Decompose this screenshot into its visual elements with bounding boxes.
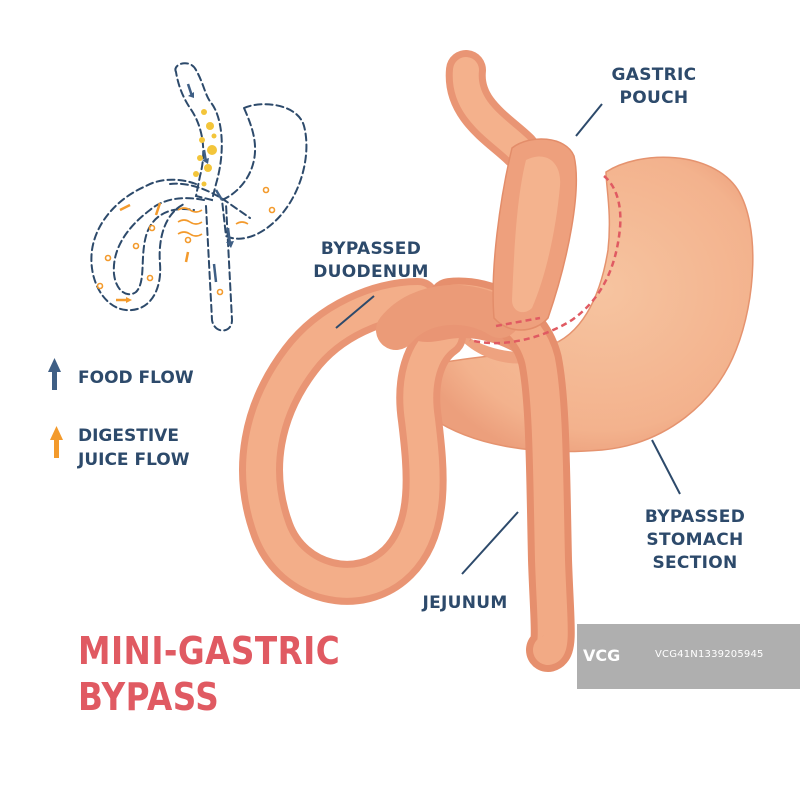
food-particles — [193, 109, 217, 187]
juice-particles — [96, 186, 276, 296]
staple-line — [469, 175, 622, 345]
bypassed-stomach-label-line2: STOMACH — [646, 530, 744, 550]
bypassed-duodenum-label-line1: BYPASSED — [320, 239, 422, 259]
watermark: VCG VCG41N1339205945 — [577, 624, 800, 689]
leader-duodenum — [335, 295, 375, 329]
gastric-pouch-label-line2: POUCH — [619, 88, 689, 108]
leader-stomach — [651, 439, 681, 495]
bypassed-duodenum-label: BYPASSED DUODENUM — [296, 238, 446, 284]
schematic-arrows — [116, 83, 234, 303]
bypassed-stomach-label-line1: BYPASSED — [644, 507, 746, 527]
jejunum-loop-highlight — [246, 285, 459, 598]
title-line2: BYPASS — [78, 675, 220, 719]
title-line1: MINI-GASTRIC — [78, 629, 341, 673]
esophagus-highlight — [452, 57, 533, 163]
legend-juice-flow-line2: JUICE FLOW — [78, 450, 190, 470]
legend-food-flow: FOOD FLOW — [78, 368, 194, 388]
food-flow-arrow-icon — [48, 358, 61, 390]
schematic-diagram — [90, 62, 308, 332]
leader-lines — [335, 103, 681, 575]
bypassed-duodenum-label-line2: DUODENUM — [313, 262, 429, 282]
juice-flow-arrow-icon — [50, 426, 63, 458]
duodenum-segment — [376, 284, 520, 350]
bypassed-stomach — [416, 156, 754, 453]
jejunum-label: JEJUNUM — [422, 593, 508, 613]
gastric-pouch-highlight — [512, 156, 561, 313]
legend-juice-flow-line1: DIGESTIVE — [78, 426, 179, 446]
bypassed-stomach-label-line3: SECTION — [652, 553, 738, 573]
bypassed-stomach-label: BYPASSED STOMACH SECTION — [630, 506, 760, 575]
watermark-logo: VCG — [583, 646, 621, 665]
page-title: MINI-GASTRIC BYPASS — [78, 628, 340, 720]
watermark-id: VCG41N1339205945 — [655, 649, 764, 660]
legend-juice-flow: DIGESTIVE JUICE FLOW — [78, 424, 190, 472]
leader-jejunum — [461, 511, 519, 575]
leader-gastric-pouch — [575, 103, 603, 137]
gastric-pouch-label-line1: GASTRIC — [611, 65, 697, 85]
gastric-pouch-label: GASTRIC POUCH — [598, 64, 710, 110]
